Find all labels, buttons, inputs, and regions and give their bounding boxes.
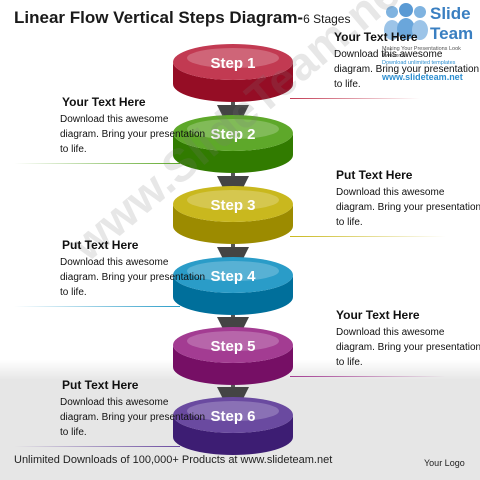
callout-heading: Your Text Here	[334, 30, 418, 44]
logo-tagline-1: Making Your Presentations Look Awesome	[382, 46, 461, 59]
callout-body: Download this awesome diagram. Bring you…	[60, 257, 206, 298]
step-disk: Step 1	[173, 44, 293, 102]
step-disk-top	[173, 327, 293, 363]
step-disk: Step 2	[173, 115, 293, 173]
callout-heading: Put Text Here	[62, 238, 139, 252]
page-title: Linear Flow Vertical Steps Diagram-6 Sta…	[14, 8, 350, 28]
title-subtitle: 6 Stages	[303, 12, 351, 26]
callout-body: Download this awesome diagram. Bring you…	[334, 49, 480, 90]
logo-word-bottom: Team	[430, 24, 474, 43]
step-disk-highlight	[187, 190, 279, 210]
callout-body: Download this awesome diagram. Bring you…	[60, 114, 206, 155]
callout-connector-line	[14, 446, 180, 447]
step-disk-side	[173, 345, 293, 385]
step-label: Step 2	[210, 126, 255, 143]
callout-heading: Your Text Here	[336, 308, 420, 322]
step-disk: Step 6	[173, 397, 293, 455]
callout-connector-line	[14, 306, 180, 307]
step-label: Step 6	[210, 408, 255, 425]
step-disk: Step 5	[173, 327, 293, 385]
callout-connector-line	[290, 98, 420, 99]
title-main: Linear Flow Vertical Steps Diagram-	[14, 8, 304, 27]
callout-heading: Your Text Here	[62, 95, 146, 109]
slideteam-logo: Slide Team Making Your Presentations Loo…	[382, 2, 478, 92]
step-disk-highlight	[187, 401, 279, 421]
step-disk-side	[173, 415, 293, 455]
step-disk-highlight	[187, 48, 279, 68]
step-disk-top	[173, 397, 293, 433]
step-disk: Step 4	[173, 257, 293, 315]
logo-tagline: Making Your Presentations Look Awesome D…	[382, 46, 478, 67]
callout-heading: Put Text Here	[336, 168, 413, 182]
callout-body: Download this awesome diagram. Bring you…	[336, 327, 480, 368]
footer-text: Unlimited Downloads of 100,000+ Products…	[14, 454, 333, 466]
step-label: Step 1	[210, 55, 255, 72]
step-disk-top	[173, 44, 293, 80]
step-label: Step 3	[210, 197, 255, 214]
people-icon	[384, 3, 428, 40]
step-disk-highlight	[187, 119, 279, 139]
callout-body: Download this awesome diagram. Bring you…	[336, 187, 480, 228]
step-disk-highlight	[187, 261, 279, 281]
step-disk-top	[173, 186, 293, 222]
logo-tagline-2: Download unlimited templates	[382, 60, 456, 66]
callout-connector-line	[290, 376, 446, 377]
step-disk-top	[173, 115, 293, 151]
step-disk-side	[173, 275, 293, 315]
step-disk-side	[173, 204, 293, 244]
step-label: Step 5	[210, 338, 255, 355]
logo-word-top: Slide	[430, 4, 471, 23]
step-disk-highlight	[187, 331, 279, 351]
callout-connector-line	[290, 236, 446, 237]
logo-url: www.slideteam.net	[382, 72, 463, 82]
callout-body: Download this awesome diagram. Bring you…	[60, 397, 206, 438]
step-disk-side	[173, 133, 293, 173]
step-disk: Step 3	[173, 186, 293, 244]
step-label: Step 4	[210, 268, 256, 285]
callout-heading: Put Text Here	[62, 378, 139, 392]
callout-connector-line	[14, 163, 180, 164]
step-disk-top	[173, 257, 293, 293]
your-logo-label: Your Logo	[424, 458, 465, 468]
step-disk-side	[173, 62, 293, 102]
